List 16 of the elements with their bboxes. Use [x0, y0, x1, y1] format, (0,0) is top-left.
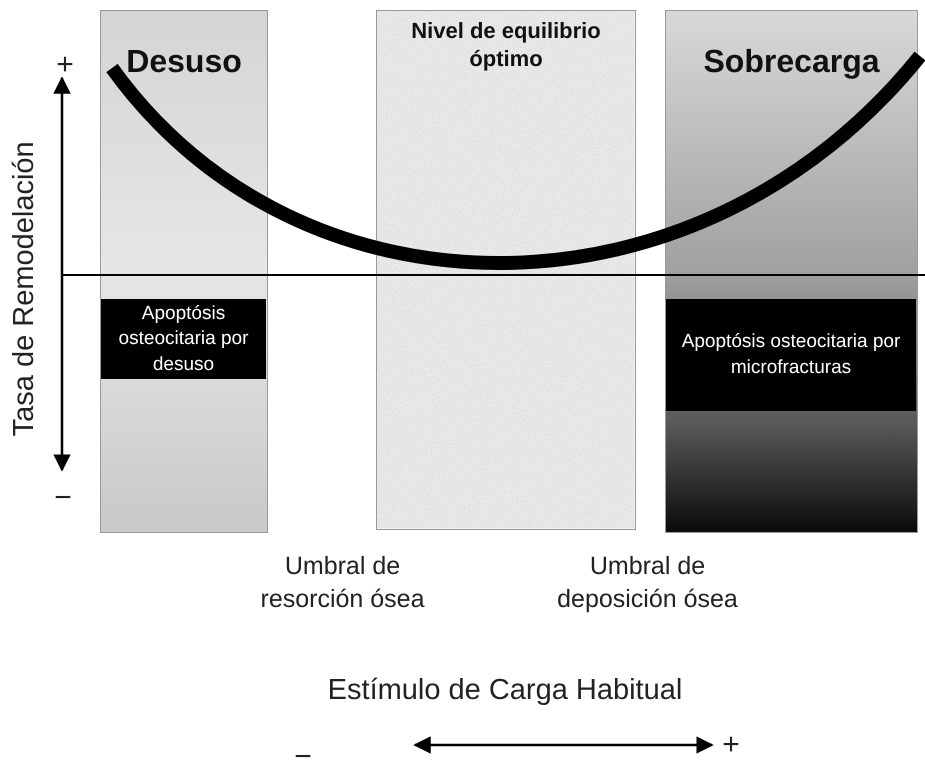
threshold-label: Umbral de resorción ósea — [260, 551, 426, 614]
axis-label: Tasa de Remodelación — [7, 140, 42, 438]
zone-band — [376, 10, 636, 530]
zone-heading: Sobrecarga — [702, 42, 881, 81]
zone-band — [100, 10, 268, 533]
sign-symbol: + — [721, 727, 741, 762]
zone-heading: Nivel de equilibrio óptimo — [410, 17, 602, 72]
sign-symbol: + — [55, 47, 75, 83]
axis-label: Estímulo de Carga Habitual — [326, 673, 684, 708]
threshold-label: Umbral de deposición ósea — [556, 551, 739, 614]
label-box: Apoptósis osteocitaria por microfracturas — [666, 299, 916, 411]
label-box: Apoptósis osteocitaria por desuso — [101, 299, 266, 379]
zone-band — [665, 10, 918, 533]
sign-symbol: − — [53, 480, 73, 516]
sign-symbol: − — [293, 739, 313, 762]
zone-heading: Desuso — [125, 42, 243, 81]
